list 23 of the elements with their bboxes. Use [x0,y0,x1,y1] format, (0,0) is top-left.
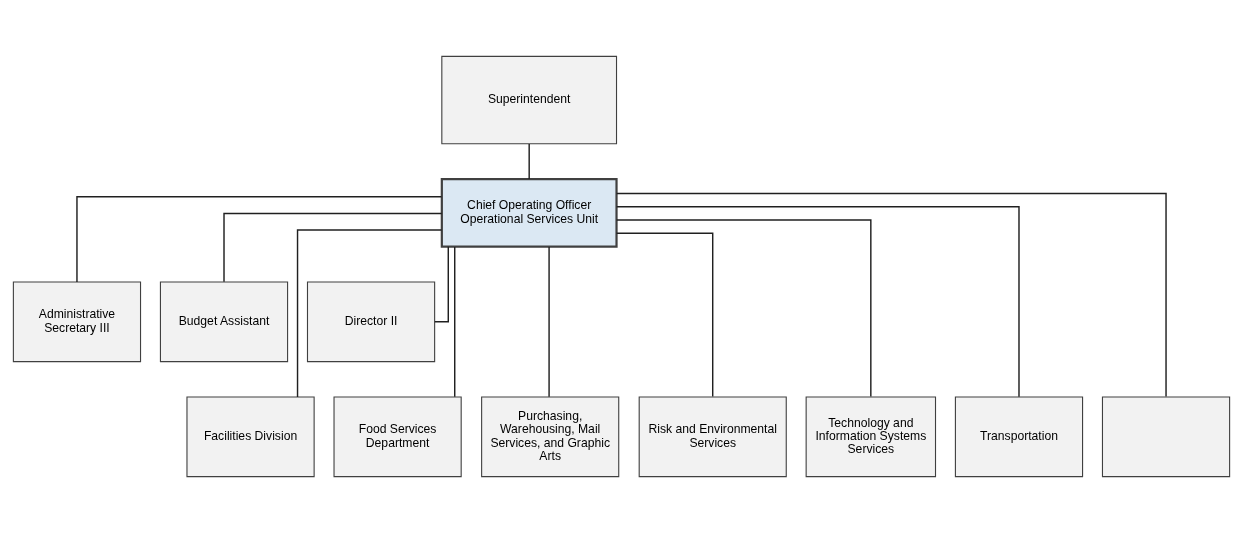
node-box: Director II [306,281,436,363]
node-box: Transportation [954,396,1084,478]
connector [296,229,443,398]
connector [454,246,456,398]
node-box: Purchasing, Warehousing, Mail Services, and Graphic Arts [481,396,620,478]
connector [76,196,443,283]
connector [616,192,1167,398]
connector [528,143,530,180]
connector [223,212,443,283]
connector [434,246,449,323]
node-box: Chief Operating Officer Operational Services Unit [440,178,618,248]
connector [616,219,872,398]
node-box: Superintendent [441,55,618,145]
node-box: Facilities Division [186,396,315,478]
connector [616,206,1020,398]
node-box: Risk and Environmental Services [638,396,787,478]
node-box [1101,396,1231,478]
connector [615,232,714,398]
node-box: Budget Assistant [159,281,289,363]
node-box: Administrative Secretary III [12,281,142,363]
connector [548,246,550,398]
node-box: Technology and Information Systems Services [805,396,937,478]
node-box: Food Services Department [333,396,462,478]
